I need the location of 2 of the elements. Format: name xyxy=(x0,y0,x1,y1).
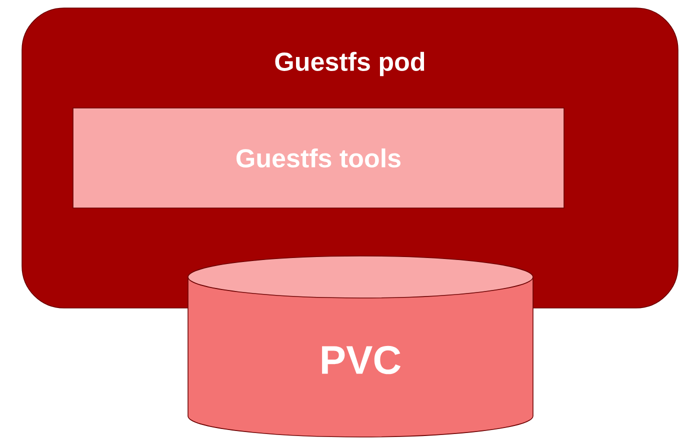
tools-box: Guestfs tools xyxy=(72,108,564,208)
storage-cylinder: PVC xyxy=(188,256,534,438)
